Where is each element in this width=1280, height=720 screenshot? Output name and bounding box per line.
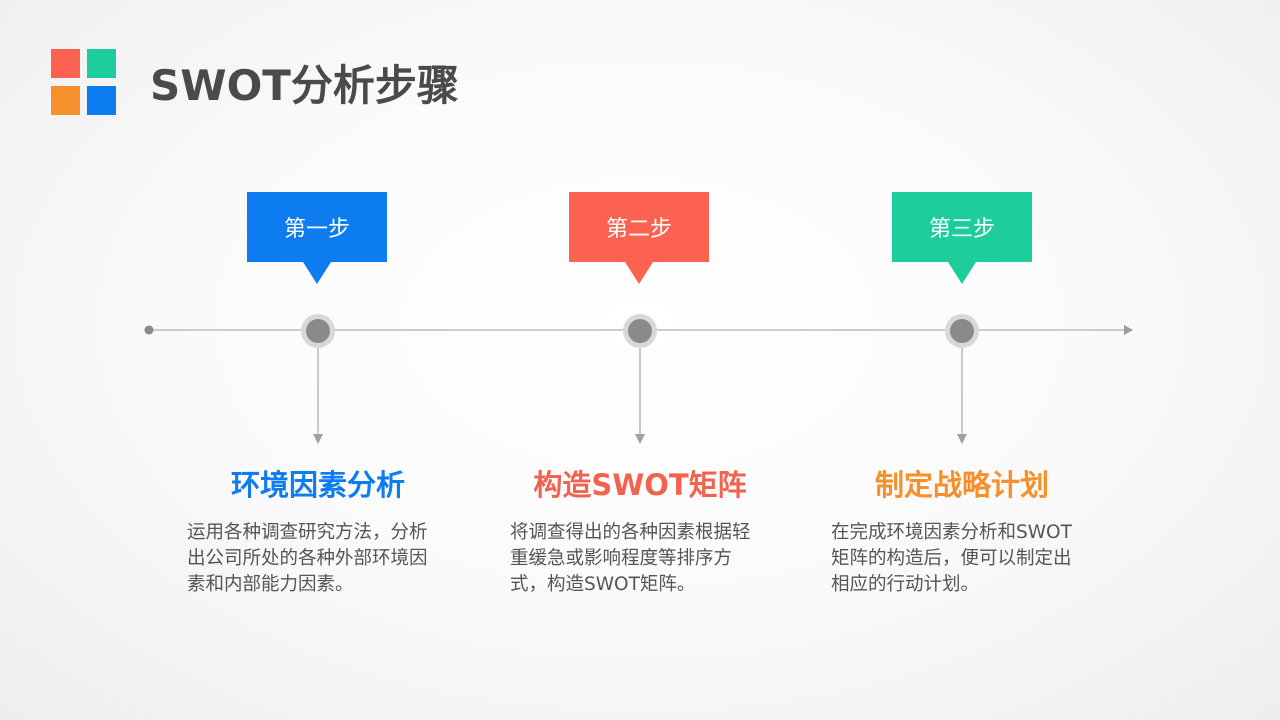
timeline-start-dot	[144, 325, 154, 335]
step-1-title: 环境因素分析	[230, 468, 405, 502]
logo-square-red	[51, 49, 80, 78]
page-title: SWOT分析步骤	[150, 61, 459, 110]
step-1-pointer	[303, 262, 331, 284]
step-2-description: 将调查得出的各种因素根据轻重缓急或影响程度等排序方式，构造SWOT矩阵。	[510, 522, 751, 595]
logo-square-orange	[51, 86, 80, 115]
step-3-pointer	[948, 262, 976, 284]
step-2-label: 第二步	[605, 217, 672, 242]
logo-square-green	[87, 49, 116, 78]
timeline-node-1	[301, 314, 335, 444]
logo-grid-icon	[51, 49, 117, 115]
step-3-label: 第三步	[928, 217, 995, 242]
timeline-node-2	[623, 314, 657, 444]
timeline-arrow-head	[1124, 325, 1133, 335]
step-2-label-box: 第二步	[569, 192, 709, 284]
step-1-label: 第一步	[283, 217, 350, 242]
timeline-node-3	[945, 314, 979, 444]
logo-square-blue	[87, 86, 116, 115]
step-2-title: 构造SWOT矩阵	[533, 468, 747, 502]
step-1-description: 运用各种调查研究方法，分析出公司所处的各种外部环境因素和内部能力因素。	[187, 522, 428, 595]
step-1-label-box: 第一步	[247, 192, 387, 284]
step-3-description: 在完成环境因素分析和SWOT矩阵的构造后，便可以制定出相应的行动计划。	[831, 522, 1072, 595]
step-2-pointer	[625, 262, 653, 284]
step-3-title: 制定战略计划	[874, 468, 1049, 502]
step-3-label-box: 第三步	[892, 192, 1032, 284]
